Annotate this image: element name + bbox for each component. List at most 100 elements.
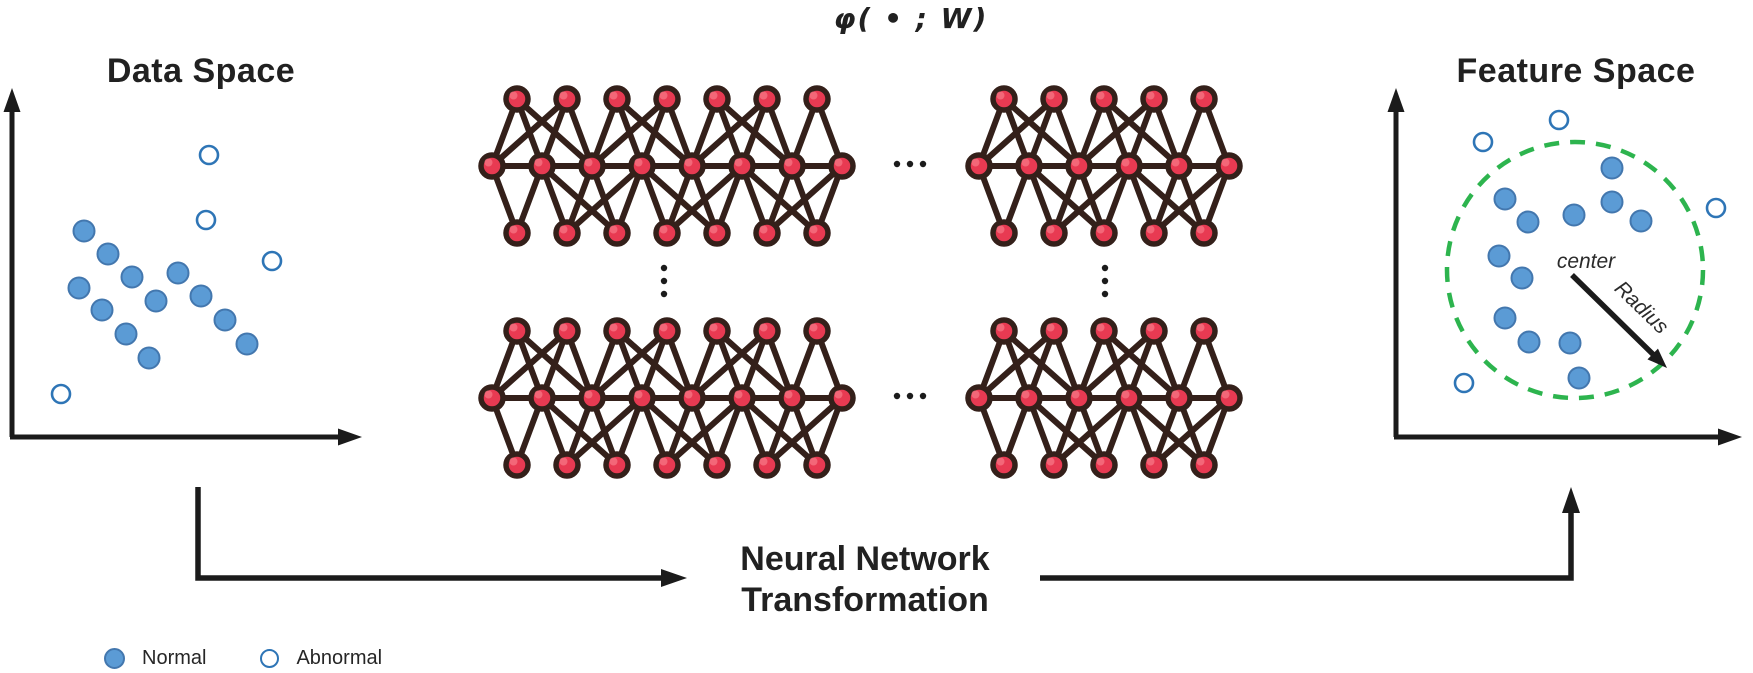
network-node xyxy=(1015,152,1043,180)
vertical-ellipsis-dot xyxy=(660,264,668,272)
network-node xyxy=(1190,451,1218,479)
network-node-highlight xyxy=(1221,390,1230,399)
network-node xyxy=(1190,317,1218,345)
network-node xyxy=(503,317,531,345)
network-node xyxy=(753,317,781,345)
network-node xyxy=(803,317,831,345)
network-edge xyxy=(1126,395,1207,468)
radius-arrow-line xyxy=(1570,273,1657,358)
feature-space-normal-point xyxy=(1600,156,1624,180)
network-node xyxy=(628,384,656,412)
network-node-highlight xyxy=(784,390,793,399)
network-edge xyxy=(689,328,770,401)
feature-space-abnormal-point xyxy=(1548,109,1570,131)
network-node xyxy=(653,85,681,113)
network-node xyxy=(553,317,581,345)
network-node xyxy=(553,219,581,247)
network-node xyxy=(703,219,731,247)
feature-space-normal-point xyxy=(1493,306,1517,330)
network-node xyxy=(1190,219,1218,247)
network-node xyxy=(503,219,531,247)
network-node-highlight xyxy=(609,91,618,100)
data-space-normal-point xyxy=(235,332,259,356)
network-node xyxy=(1040,317,1068,345)
network-node xyxy=(1215,384,1243,412)
network-node-highlight xyxy=(996,225,1005,234)
network-node xyxy=(553,85,581,113)
network-node-highlight xyxy=(509,225,518,234)
network-node-highlight xyxy=(659,225,668,234)
data-space-normal-point xyxy=(137,346,161,370)
network-node xyxy=(803,219,831,247)
network-node-highlight xyxy=(759,323,768,332)
network-node-highlight xyxy=(484,390,493,399)
data-space-normal-point xyxy=(114,322,138,346)
network-node xyxy=(1140,85,1168,113)
network-node-highlight xyxy=(534,390,543,399)
network-node-highlight xyxy=(559,457,568,466)
network-node-highlight xyxy=(1046,225,1055,234)
feature-space-normal-point xyxy=(1629,209,1653,233)
feature-space-normal-point xyxy=(1510,266,1534,290)
arrow-data-to-network-head xyxy=(661,569,687,587)
network-node xyxy=(965,384,993,412)
feature-space-normal-point xyxy=(1600,190,1624,214)
network-node-highlight xyxy=(734,390,743,399)
data-space-x-axis-head xyxy=(338,428,362,446)
network-node-highlight xyxy=(509,91,518,100)
network-node-highlight xyxy=(709,91,718,100)
network-node-highlight xyxy=(559,225,568,234)
network-node xyxy=(778,384,806,412)
network-node-highlight xyxy=(809,323,818,332)
legend: Normal Abnormal xyxy=(104,645,382,671)
network-node-highlight xyxy=(784,158,793,167)
network-node xyxy=(803,85,831,113)
feature-space-abnormal-point xyxy=(1453,372,1475,394)
network-node-highlight xyxy=(709,457,718,466)
data-space-abnormal-point xyxy=(50,383,72,405)
network-function-formula: φ( • ; W) xyxy=(833,2,989,35)
network-node xyxy=(990,219,1018,247)
network-node-highlight xyxy=(584,390,593,399)
data-space-normal-point xyxy=(96,242,120,266)
network-node xyxy=(728,384,756,412)
network-node xyxy=(678,384,706,412)
horizontal-ellipsis-dot xyxy=(893,160,901,168)
feature-space-abnormal-point xyxy=(1472,131,1494,153)
network-node xyxy=(528,152,556,180)
network-node-highlight xyxy=(1046,91,1055,100)
abnormal-point-icon xyxy=(260,648,280,668)
network-node xyxy=(1090,317,1118,345)
network-node-highlight xyxy=(484,158,493,167)
data-space-abnormal-point xyxy=(261,250,283,272)
network-node xyxy=(990,317,1018,345)
network-edge xyxy=(739,163,820,236)
network-node-highlight xyxy=(609,323,618,332)
horizontal-ellipsis-dot xyxy=(906,160,914,168)
normal-point-icon xyxy=(104,647,125,669)
network-node-highlight xyxy=(634,158,643,167)
network-node-highlight xyxy=(1096,457,1105,466)
legend-normal-label: Normal xyxy=(142,646,207,669)
network-node-highlight xyxy=(1021,158,1030,167)
network-node xyxy=(828,384,856,412)
data-space-normal-point xyxy=(166,261,190,285)
network-node-highlight xyxy=(971,390,980,399)
network-node-highlight xyxy=(1171,158,1180,167)
network-edge xyxy=(539,163,620,236)
network-node-highlight xyxy=(509,457,518,466)
network-node-highlight xyxy=(1196,91,1205,100)
network-node-highlight xyxy=(659,91,668,100)
nn-label-line2: Transformation xyxy=(741,581,989,619)
legend-abnormal-label: Abnormal xyxy=(296,646,383,669)
network-node xyxy=(628,152,656,180)
network-edge xyxy=(489,328,570,401)
network-edge xyxy=(976,328,1057,401)
neural-network-layers xyxy=(478,85,1243,479)
feature-space-normal-point xyxy=(1493,187,1517,211)
network-node-highlight xyxy=(996,91,1005,100)
feature-space-title: Feature Space xyxy=(1456,52,1696,90)
network-node-highlight xyxy=(759,457,768,466)
